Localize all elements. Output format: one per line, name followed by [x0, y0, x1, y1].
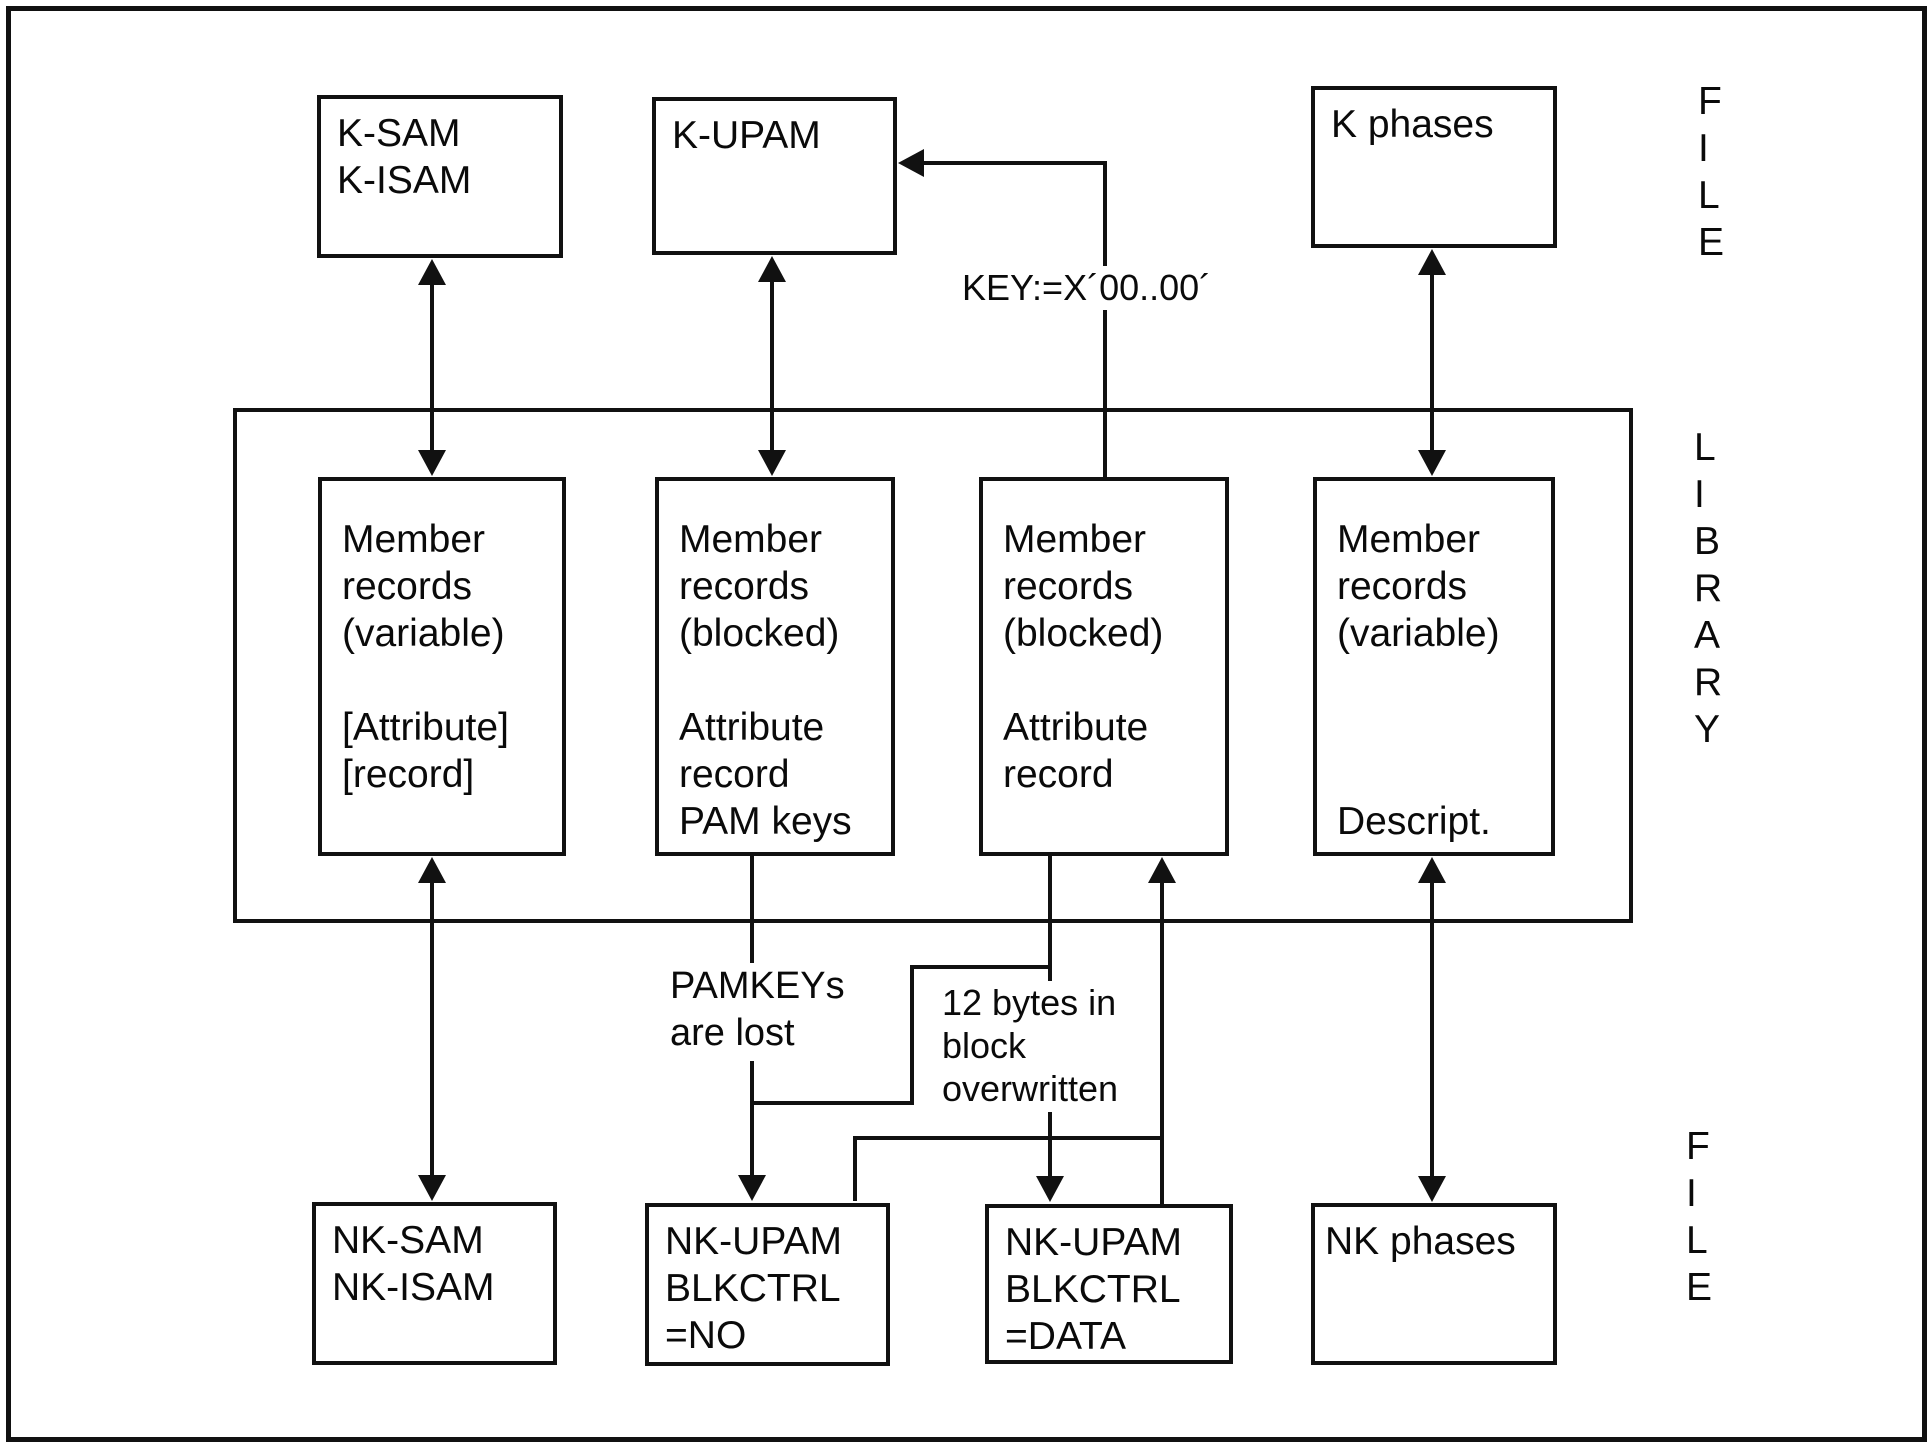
- nk-sam-label: NK-SAM NK-ISAM: [332, 1219, 495, 1309]
- bytes-overwritten-label: 12 bytes in block overwritten: [936, 981, 1125, 1112]
- arrowhead-down: [1418, 1176, 1446, 1202]
- arrowhead-up: [1418, 857, 1446, 883]
- arrowhead-up: [418, 857, 446, 883]
- branch-connector: [752, 965, 1050, 1105]
- file-label-top: F I L E: [1698, 80, 1725, 264]
- nk-upam-blkctrl-data-box: NK-UPAM BLKCTRL =DATA: [985, 1204, 1233, 1364]
- arrowhead-down: [1418, 450, 1446, 476]
- k-sam-label: K-SAM K-ISAM: [337, 112, 472, 202]
- arrowhead-up: [1418, 249, 1446, 275]
- member-records-blocked-pamkeys-box: Member records (blocked) Attribute recor…: [655, 477, 895, 856]
- nk-upam-blkctrl-no-label: NK-UPAM BLKCTRL =NO: [665, 1220, 842, 1357]
- arrowhead-left: [898, 149, 924, 177]
- arrowhead-down: [738, 1175, 766, 1201]
- arrowhead-up: [418, 259, 446, 285]
- page-border: [6, 6, 1927, 1442]
- nk-sam-box: NK-SAM NK-ISAM: [312, 1202, 557, 1365]
- arrowhead-up: [758, 256, 786, 282]
- library-boundary: [233, 408, 1633, 923]
- member-records-variable-right-box: Member records (variable) Descript.: [1313, 477, 1555, 856]
- arrowhead-down: [758, 450, 786, 476]
- pamkeys-lost-label: PAMKEYs are lost: [664, 963, 851, 1061]
- nk-phases-box: NK phases: [1311, 1203, 1557, 1365]
- member-records-variable-left-label: Member records (variable) [Attribute] [r…: [342, 518, 509, 796]
- arrowhead-down: [1036, 1176, 1064, 1202]
- member-records-variable-left-box: Member records (variable) [Attribute] [r…: [318, 477, 566, 856]
- file-label-bottom: F I L E: [1686, 1125, 1713, 1309]
- member-records-blocked-attr-box: Member records (blocked) Attribute recor…: [979, 477, 1229, 856]
- key-assignment-label: KEY:=X´00..00´: [958, 266, 1216, 310]
- arrowhead-down: [418, 1175, 446, 1201]
- library-label: L I B R A R Y: [1694, 426, 1723, 751]
- key-connector: [922, 161, 1107, 477]
- k-upam-box: K-UPAM: [652, 97, 897, 255]
- k-phases-label: K phases: [1331, 103, 1494, 146]
- member-records-blocked-pamkeys-label: Member records (blocked) Attribute recor…: [679, 518, 852, 843]
- upward-branch-connector: [853, 1136, 1162, 1201]
- nk-upam-blkctrl-data-label: NK-UPAM BLKCTRL =DATA: [1005, 1221, 1182, 1358]
- k-phases-box: K phases: [1311, 86, 1557, 248]
- k-sam-box: K-SAM K-ISAM: [317, 95, 563, 258]
- arrowhead-up: [1148, 857, 1176, 883]
- member-records-blocked-attr-label: Member records (blocked) Attribute recor…: [1003, 518, 1164, 796]
- nk-phases-label: NK phases: [1325, 1220, 1516, 1263]
- member-records-variable-right-label: Member records (variable) Descript.: [1337, 518, 1500, 843]
- nk-upam-blkctrl-no-box: NK-UPAM BLKCTRL =NO: [645, 1203, 890, 1366]
- arrowhead-down: [418, 450, 446, 476]
- k-upam-label: K-UPAM: [672, 114, 821, 157]
